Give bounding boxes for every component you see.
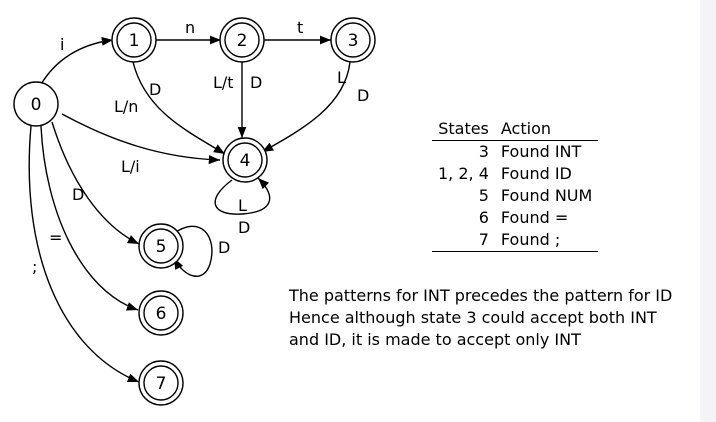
state-1-label: 1 bbox=[129, 31, 140, 51]
edge-1-4 bbox=[132, 61, 226, 155]
state-0: 0 bbox=[13, 81, 59, 127]
label-2-3: t bbox=[297, 18, 303, 37]
cell-action: Found ; bbox=[494, 229, 599, 252]
state-6-label: 6 bbox=[156, 304, 167, 324]
action-table: States Action 3 Found INT 1, 2, 4 Found … bbox=[432, 118, 599, 252]
state-7: 7 bbox=[138, 360, 184, 406]
note-line: The patterns for INT precedes the patter… bbox=[289, 286, 673, 305]
label-3-4-d: D bbox=[357, 86, 369, 105]
header-action: Action bbox=[494, 118, 599, 141]
table-row: 1, 2, 4 Found ID bbox=[432, 163, 598, 185]
label-4-4-d: D bbox=[238, 218, 250, 237]
table-header-row: States Action bbox=[432, 118, 599, 141]
state-4-label: 4 bbox=[240, 151, 251, 171]
edge-3-4 bbox=[261, 61, 351, 153]
label-0-1: i bbox=[60, 35, 64, 54]
label-2-4-lt: L/t bbox=[213, 73, 234, 92]
edge-5-5 bbox=[172, 225, 213, 277]
edge-4-4 bbox=[214, 177, 271, 215]
label-1-4-d: D bbox=[149, 80, 161, 99]
edge-0-5 bbox=[51, 121, 140, 245]
cell-states: 7 bbox=[432, 229, 495, 252]
cell-states: 3 bbox=[478, 142, 489, 161]
state-4: 4 bbox=[222, 137, 268, 183]
label-0-4: L/i bbox=[121, 157, 140, 176]
state-2-label: 2 bbox=[237, 31, 248, 51]
label-5-5: D bbox=[218, 238, 230, 257]
edge-0-4 bbox=[61, 113, 221, 165]
label-1-4-ln: L/n bbox=[114, 97, 138, 116]
table-row: 3 Found INT bbox=[432, 141, 598, 164]
right-edge-strip bbox=[700, 0, 716, 422]
state-1: 1 bbox=[111, 17, 157, 63]
table-row: 5 Found NUM bbox=[432, 185, 598, 207]
label-0-6: = bbox=[49, 228, 62, 247]
state-6: 6 bbox=[138, 290, 184, 336]
label-0-5: D bbox=[72, 185, 84, 204]
label-4-4-l: L bbox=[238, 196, 247, 215]
edge-0-6 bbox=[40, 125, 139, 311]
cell-action: Found INT bbox=[500, 142, 582, 161]
label-3-4-l: L bbox=[337, 68, 346, 87]
state-7-label: 7 bbox=[156, 374, 167, 394]
note-line: and ID, it is made to accept only INT bbox=[289, 330, 581, 349]
edge-0-7 bbox=[28, 125, 140, 383]
cell-states: 1, 2, 4 bbox=[438, 164, 489, 183]
table-row: 7 Found ; bbox=[432, 229, 599, 252]
header-states: States bbox=[432, 118, 495, 141]
explanation-note: The patterns for INT precedes the patter… bbox=[289, 285, 699, 351]
state-2: 2 bbox=[219, 17, 265, 63]
cell-states: 5 bbox=[478, 186, 489, 205]
state-3: 3 bbox=[330, 17, 376, 63]
label-2-4-d: D bbox=[250, 73, 262, 92]
cell-action: Found NUM bbox=[500, 186, 593, 205]
state-3-label: 3 bbox=[348, 31, 359, 51]
cell-states: 6 bbox=[478, 208, 489, 227]
edge-0-1 bbox=[39, 36, 114, 87]
state-5-label: 5 bbox=[156, 237, 167, 257]
state-0-label: 0 bbox=[31, 95, 42, 115]
cell-action: Found = bbox=[500, 208, 569, 227]
cell-action: Found ID bbox=[500, 164, 572, 183]
label-1-2: n bbox=[185, 18, 195, 37]
state-5: 5 bbox=[138, 223, 184, 269]
note-line: Hence although state 3 could accept both… bbox=[289, 308, 657, 327]
label-0-7: ; bbox=[32, 257, 37, 276]
table-row: 6 Found = bbox=[432, 207, 598, 229]
